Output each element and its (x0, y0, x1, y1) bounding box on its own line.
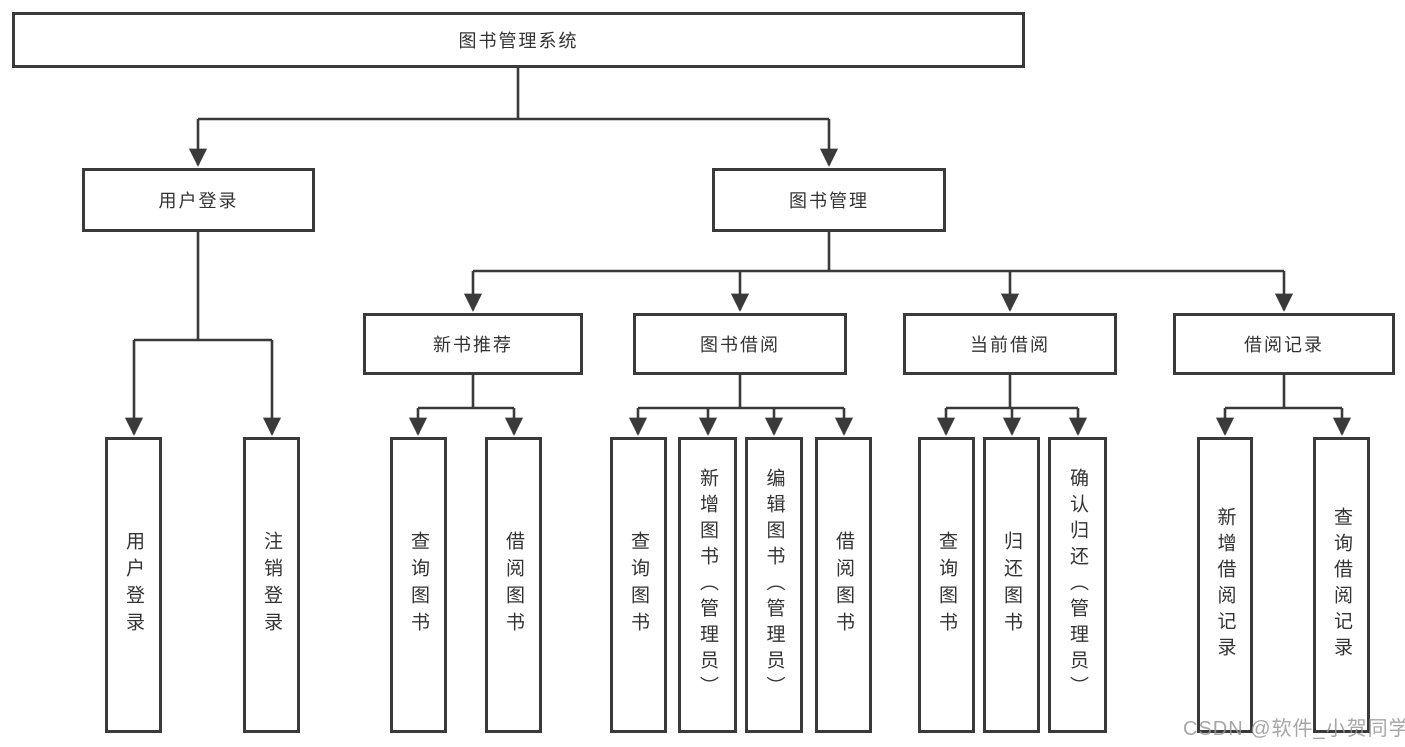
leaf-recommend-borrow-book: 借阅图书 (485, 437, 542, 733)
node-root: 图书管理系统 (12, 12, 1025, 68)
csdn-watermark: CSDN @软件_小贺同学 (1183, 718, 1405, 740)
node-new-book-recommend: 新书推荐 (363, 313, 583, 375)
leaf-current-query-book: 查询图书 (918, 437, 975, 733)
leaf-current-confirm-return-admin: 确认归还（管理员） (1048, 437, 1107, 733)
node-book-management: 图书管理 (712, 168, 946, 232)
leaf-logout-label: 注销登录 (261, 531, 282, 639)
node-book-management-label: 图书管理 (789, 191, 869, 211)
leaf-recommend-query-book: 查询图书 (390, 437, 447, 733)
leaf-records-query-record-label: 查询借阅记录 (1331, 507, 1352, 663)
leaf-borrow-borrow-book: 借阅图书 (815, 437, 872, 733)
node-root-label: 图书管理系统 (458, 31, 579, 51)
leaf-user-login-label: 用户登录 (123, 531, 144, 639)
leaf-borrow-query-book-label: 查询图书 (628, 531, 649, 639)
node-borrow-records: 借阅记录 (1173, 313, 1395, 375)
leaf-borrow-edit-book-admin: 编辑图书（管理员） (745, 437, 803, 733)
leaf-recommend-borrow-book-label: 借阅图书 (503, 531, 524, 639)
leaf-logout: 注销登录 (243, 437, 300, 733)
leaf-records-add-record: 新增借阅记录 (1197, 437, 1253, 733)
node-current-borrow-label: 当前借阅 (970, 335, 1050, 355)
leaf-borrow-add-book-admin-label: 新增图书（管理员） (697, 468, 718, 702)
leaf-current-confirm-return-admin-label: 确认归还（管理员） (1067, 468, 1088, 702)
leaf-recommend-query-book-label: 查询图书 (408, 531, 429, 639)
leaf-records-query-record: 查询借阅记录 (1313, 437, 1370, 733)
leaf-borrow-borrow-book-label: 借阅图书 (833, 531, 854, 639)
leaf-borrow-edit-book-admin-label: 编辑图书（管理员） (763, 468, 785, 702)
leaf-current-return-book-label: 归还图书 (1001, 531, 1022, 639)
leaf-borrow-add-book-admin: 新增图书（管理员） (678, 437, 737, 733)
leaf-current-return-book: 归还图书 (983, 437, 1040, 733)
node-book-borrow: 图书借阅 (633, 313, 847, 375)
node-book-borrow-label: 图书借阅 (700, 335, 780, 355)
leaf-borrow-query-book: 查询图书 (610, 437, 667, 733)
node-user-login: 用户登录 (82, 168, 315, 232)
node-new-book-recommend-label: 新书推荐 (433, 335, 513, 355)
leaf-current-query-book-label: 查询图书 (936, 531, 957, 639)
node-user-login-label: 用户登录 (158, 191, 239, 211)
node-current-borrow: 当前借阅 (903, 313, 1117, 375)
leaf-user-login: 用户登录 (105, 437, 162, 733)
node-borrow-records-label: 借阅记录 (1244, 335, 1324, 355)
leaf-records-add-record-label: 新增借阅记录 (1214, 507, 1236, 663)
